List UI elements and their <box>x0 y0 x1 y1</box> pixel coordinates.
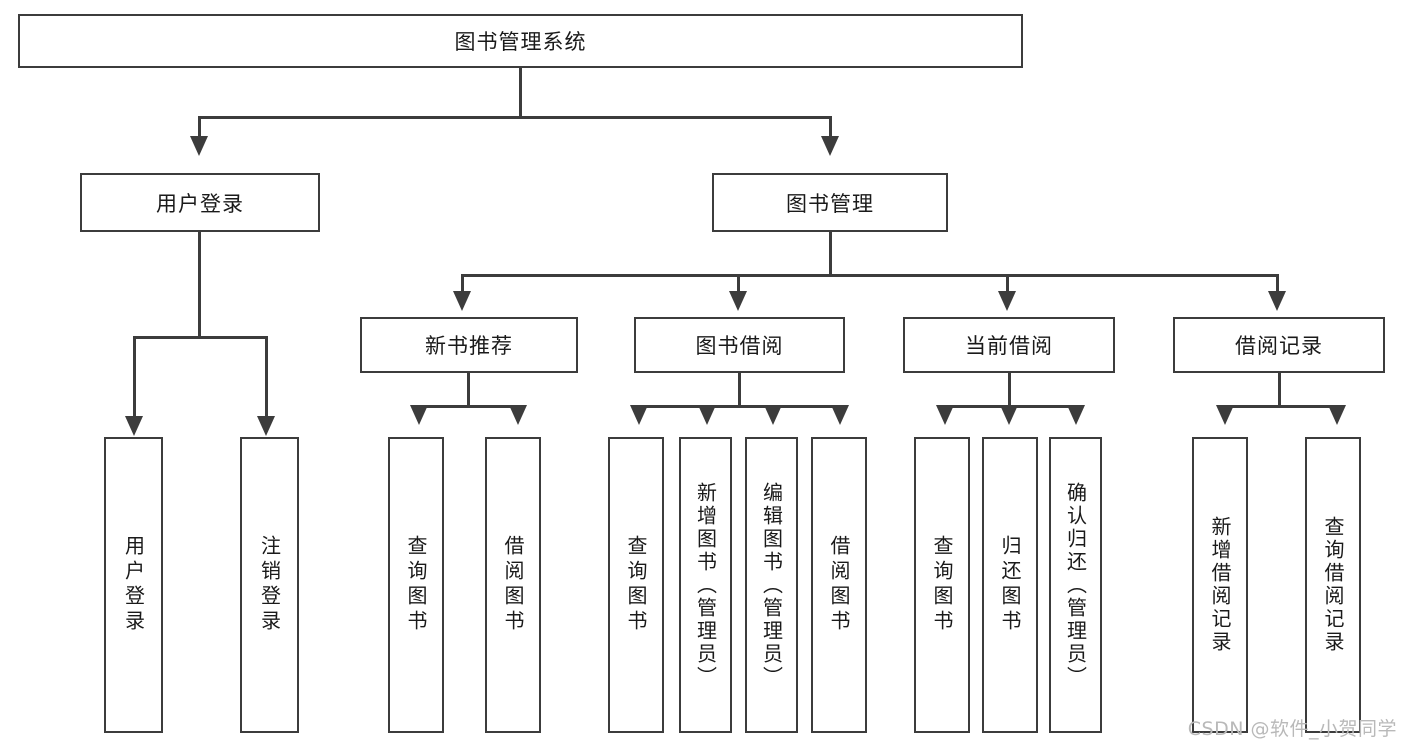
arrowhead-borrowrecord-to-leaf-2 <box>1328 405 1346 425</box>
leaf-query-book-borrow[interactable]: 查询图书 <box>608 437 664 733</box>
leaf-query-book-current[interactable]: 查询图书 <box>914 437 970 733</box>
leaf-add-borrow-record[interactable]: 新增借阅记录 <box>1192 437 1248 733</box>
connector-root-to-user-login <box>198 116 201 138</box>
connector-book-management-bus <box>461 274 1279 277</box>
arrowhead-bookborrow-to-leaf-1 <box>630 405 648 425</box>
connector-book-management-stem <box>829 232 832 275</box>
leaf-confirm-return-admin[interactable]: 确认归还（管理员） <box>1049 437 1102 733</box>
arrowhead-bookborrow-to-leaf-3 <box>764 405 782 425</box>
node-label: 新增借阅记录 <box>1208 516 1232 654</box>
leaf-query-borrow-record[interactable]: 查询借阅记录 <box>1305 437 1361 733</box>
leaf-return-book[interactable]: 归还图书 <box>982 437 1038 733</box>
node-label: 用户登录 <box>121 535 146 635</box>
connector-bm-to-borrow-record <box>1276 274 1279 292</box>
watermark-text: CSDN @软件_小贺同学 <box>1187 718 1397 740</box>
arrowhead-currentborrow-to-leaf-3 <box>1067 405 1085 425</box>
connector-root-stem <box>519 68 522 116</box>
arrowhead-bm-to-current-borrow <box>998 291 1016 311</box>
connector-user-login-to-leaf-2 <box>265 336 268 418</box>
arrowhead-user-login-to-leaf-2 <box>257 416 275 436</box>
arrowhead-bm-to-book-borrow <box>729 291 747 311</box>
connector-current-borrow-stem <box>1008 373 1011 407</box>
node-label: 借阅图书 <box>501 535 525 635</box>
node-label: 图书管理 <box>786 191 874 216</box>
node-new-book-recommend[interactable]: 新书推荐 <box>360 317 578 373</box>
node-label: 图书借阅 <box>695 334 784 358</box>
arrowhead-borrowrecord-to-leaf-1 <box>1216 405 1234 425</box>
node-label: 查询图书 <box>404 535 428 635</box>
connector-borrow-record-bus <box>1224 405 1337 408</box>
connector-user-login-stem <box>198 232 201 336</box>
arrowhead-bookborrow-to-leaf-4 <box>831 405 849 425</box>
leaf-logout[interactable]: 注销登录 <box>240 437 299 733</box>
connector-root-bus <box>198 116 832 119</box>
leaf-add-book-admin[interactable]: 新增图书（管理员） <box>679 437 732 733</box>
connector-bm-to-book-borrow <box>737 274 740 292</box>
connector-root-to-book-management <box>829 116 832 138</box>
leaf-borrow-book-recommend[interactable]: 借阅图书 <box>485 437 541 733</box>
connector-user-login-bus <box>133 336 268 339</box>
node-label: 借阅图书 <box>827 535 851 635</box>
arrowhead-newbook-to-leaf-2 <box>509 405 527 425</box>
node-label: 编辑图书（管理员） <box>759 481 784 689</box>
arrowhead-newbook-to-leaf-1 <box>410 405 428 425</box>
connector-book-borrow-bus <box>638 405 839 408</box>
arrowhead-user-login-to-leaf-1 <box>125 416 143 436</box>
leaf-borrow-book[interactable]: 借阅图书 <box>811 437 867 733</box>
node-label: 图书管理系统 <box>454 30 587 54</box>
node-label: 用户登录 <box>156 191 244 216</box>
arrowhead-bm-to-borrow-record <box>1268 291 1286 311</box>
node-label: 查询图书 <box>624 535 648 635</box>
arrowhead-currentborrow-to-leaf-2 <box>1000 405 1018 425</box>
arrowhead-bookborrow-to-leaf-2 <box>698 405 716 425</box>
arrowhead-root-to-user-login <box>190 136 208 156</box>
connector-new-book-stem <box>467 373 470 407</box>
node-label: 确认归还（管理员） <box>1063 481 1088 689</box>
node-label: 借阅记录 <box>1235 334 1323 358</box>
node-book-borrow[interactable]: 图书借阅 <box>634 317 845 373</box>
node-current-borrow[interactable]: 当前借阅 <box>903 317 1115 373</box>
leaf-user-login[interactable]: 用户登录 <box>104 437 163 733</box>
node-label: 新书推荐 <box>425 334 513 358</box>
connector-borrow-record-stem <box>1278 373 1281 407</box>
connector-bm-to-current-borrow <box>1006 274 1009 292</box>
node-root-book-management-system[interactable]: 图书管理系统 <box>18 14 1023 68</box>
arrowhead-currentborrow-to-leaf-1 <box>936 405 954 425</box>
arrowhead-root-to-book-management <box>821 136 839 156</box>
node-label: 新增图书（管理员） <box>693 481 718 689</box>
node-label: 当前借阅 <box>965 334 1053 358</box>
connector-user-login-to-leaf-1 <box>133 336 136 418</box>
connector-new-book-bus <box>418 405 518 408</box>
connector-book-borrow-stem <box>738 373 741 407</box>
node-label: 归还图书 <box>998 535 1022 635</box>
node-label: 查询图书 <box>930 535 954 635</box>
node-label: 注销登录 <box>257 535 282 635</box>
node-book-management[interactable]: 图书管理 <box>712 173 948 232</box>
connector-bm-to-new-book <box>461 274 464 292</box>
arrowhead-bm-to-new-book <box>453 291 471 311</box>
node-label: 查询借阅记录 <box>1321 516 1345 654</box>
node-user-login[interactable]: 用户登录 <box>80 173 320 232</box>
leaf-query-book-recommend[interactable]: 查询图书 <box>388 437 444 733</box>
node-borrow-record[interactable]: 借阅记录 <box>1173 317 1385 373</box>
leaf-edit-book-admin[interactable]: 编辑图书（管理员） <box>745 437 798 733</box>
